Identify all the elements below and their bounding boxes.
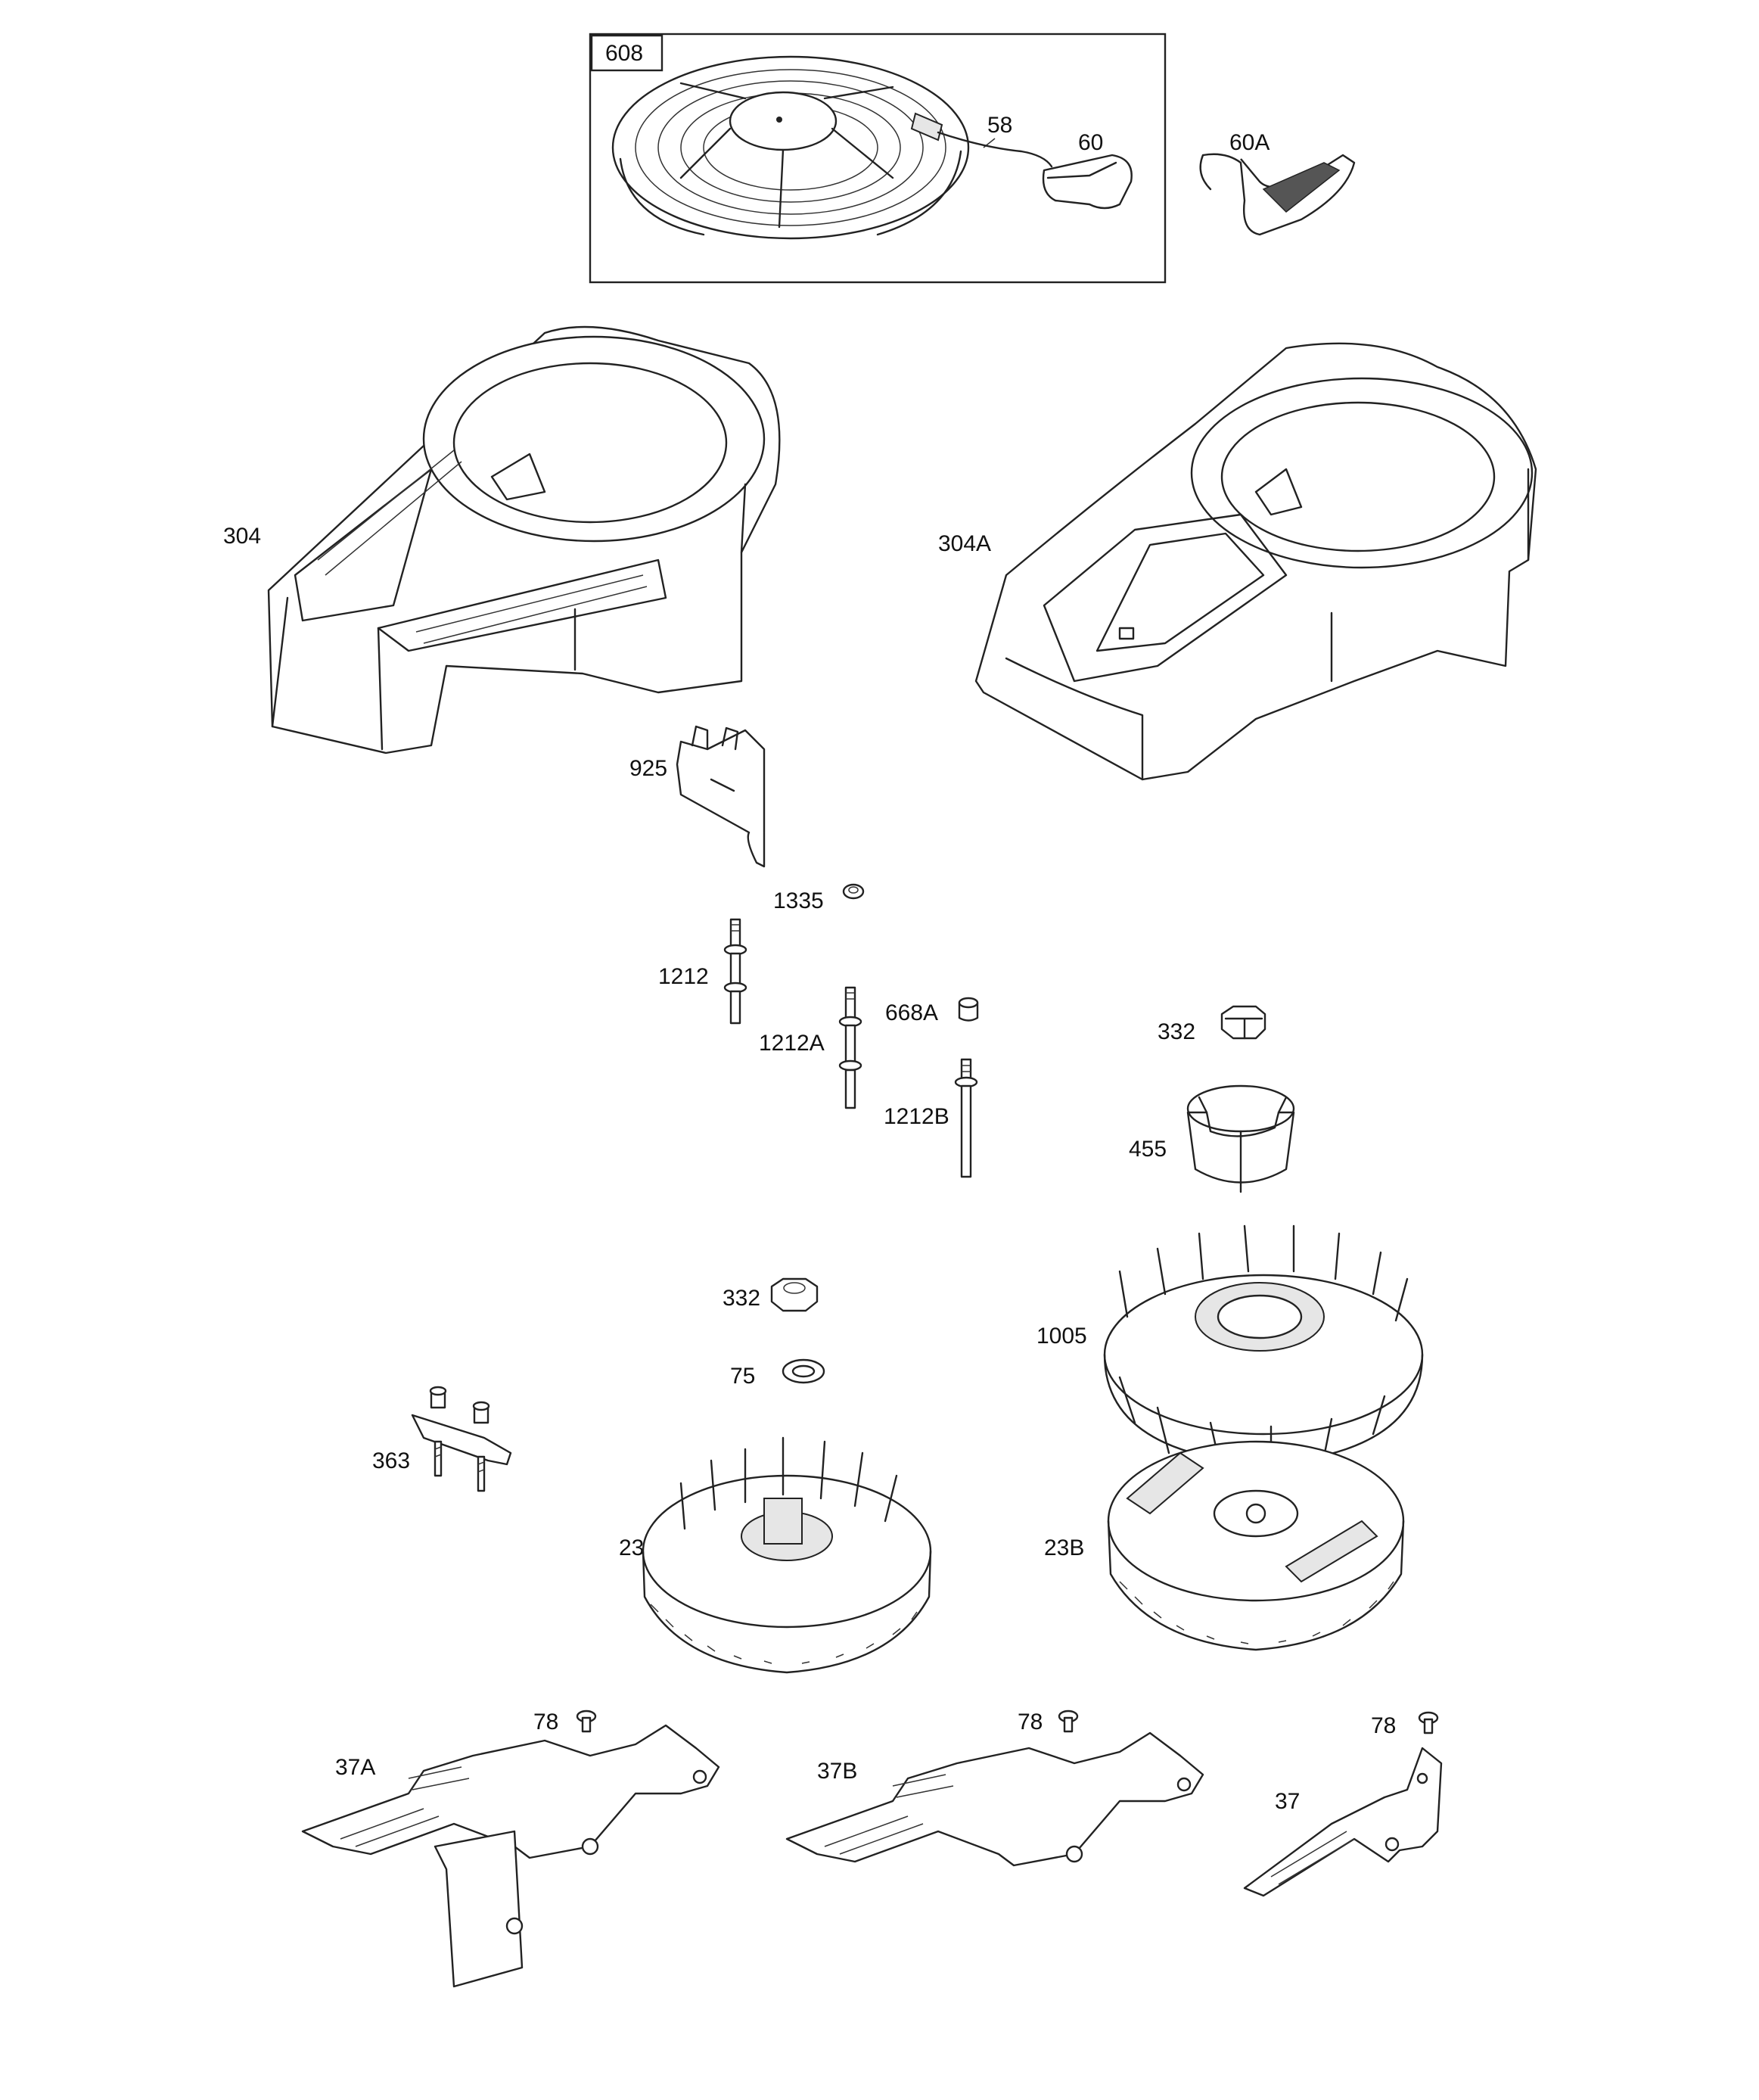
nut-1335-drawing	[842, 883, 865, 900]
label-78-middle: 78	[1018, 1710, 1043, 1734]
stud-1212A-drawing	[838, 986, 862, 1109]
label-608: 608	[605, 41, 643, 66]
label-23: 23	[619, 1535, 644, 1560]
nut-332-lower-drawing	[770, 1277, 819, 1312]
label-363: 363	[372, 1448, 410, 1473]
starter-assembly-box	[589, 33, 1167, 284]
flywheel-23B-drawing	[1107, 1440, 1405, 1651]
flywheel-23-drawing	[642, 1436, 932, 1674]
starter-handle-60-drawing	[1042, 154, 1133, 210]
stud-1212-drawing	[723, 918, 747, 1025]
rewind-starter-drawing	[611, 55, 970, 240]
air-guide-925-drawing	[676, 725, 766, 868]
label-78-left: 78	[533, 1710, 558, 1734]
label-925: 925	[629, 756, 667, 781]
label-60A: 60A	[1229, 130, 1270, 155]
label-455: 455	[1129, 1137, 1167, 1162]
label-1335: 1335	[773, 888, 824, 913]
label-75: 75	[730, 1364, 755, 1389]
air-vane-37B-drawing	[785, 1731, 1204, 1867]
blower-housing-304-drawing	[267, 325, 781, 754]
blower-housing-304A-drawing	[974, 342, 1537, 781]
label-37: 37	[1275, 1789, 1300, 1814]
bolt-78-middle-drawing	[1058, 1710, 1079, 1733]
fan-1005-drawing	[1103, 1224, 1424, 1466]
label-60: 60	[1078, 130, 1103, 155]
label-23B: 23B	[1044, 1535, 1084, 1560]
nut-332-upper-drawing	[1220, 1005, 1266, 1040]
starter-cup-455-drawing	[1186, 1084, 1295, 1193]
bolt-78-left-drawing	[576, 1710, 597, 1733]
label-304: 304	[223, 524, 261, 549]
air-vane-37A-drawing	[301, 1724, 720, 1988]
label-37B: 37B	[817, 1759, 857, 1784]
label-668A: 668A	[885, 1000, 938, 1025]
label-58: 58	[987, 113, 1012, 138]
bolt-78-right-drawing	[1418, 1711, 1439, 1734]
starter-label-box	[590, 34, 664, 72]
label-1212B: 1212B	[884, 1104, 949, 1129]
label-1212: 1212	[658, 964, 709, 989]
label-1212A: 1212A	[759, 1031, 825, 1056]
label-332-lower: 332	[723, 1286, 760, 1311]
label-332-upper: 332	[1158, 1019, 1195, 1044]
label-1005: 1005	[1036, 1324, 1087, 1349]
washer-75-drawing	[782, 1358, 825, 1384]
spacer-668A-drawing	[958, 997, 979, 1022]
clamp-363-drawing	[411, 1386, 512, 1492]
stud-1212B-drawing	[954, 1058, 978, 1178]
starter-handle-60A-drawing	[1199, 153, 1356, 236]
label-78-right: 78	[1371, 1713, 1396, 1738]
starter-rope-drawing	[937, 131, 1053, 168]
label-37A: 37A	[335, 1755, 375, 1780]
air-vane-37-drawing	[1243, 1747, 1443, 1897]
label-304A: 304A	[938, 531, 991, 556]
